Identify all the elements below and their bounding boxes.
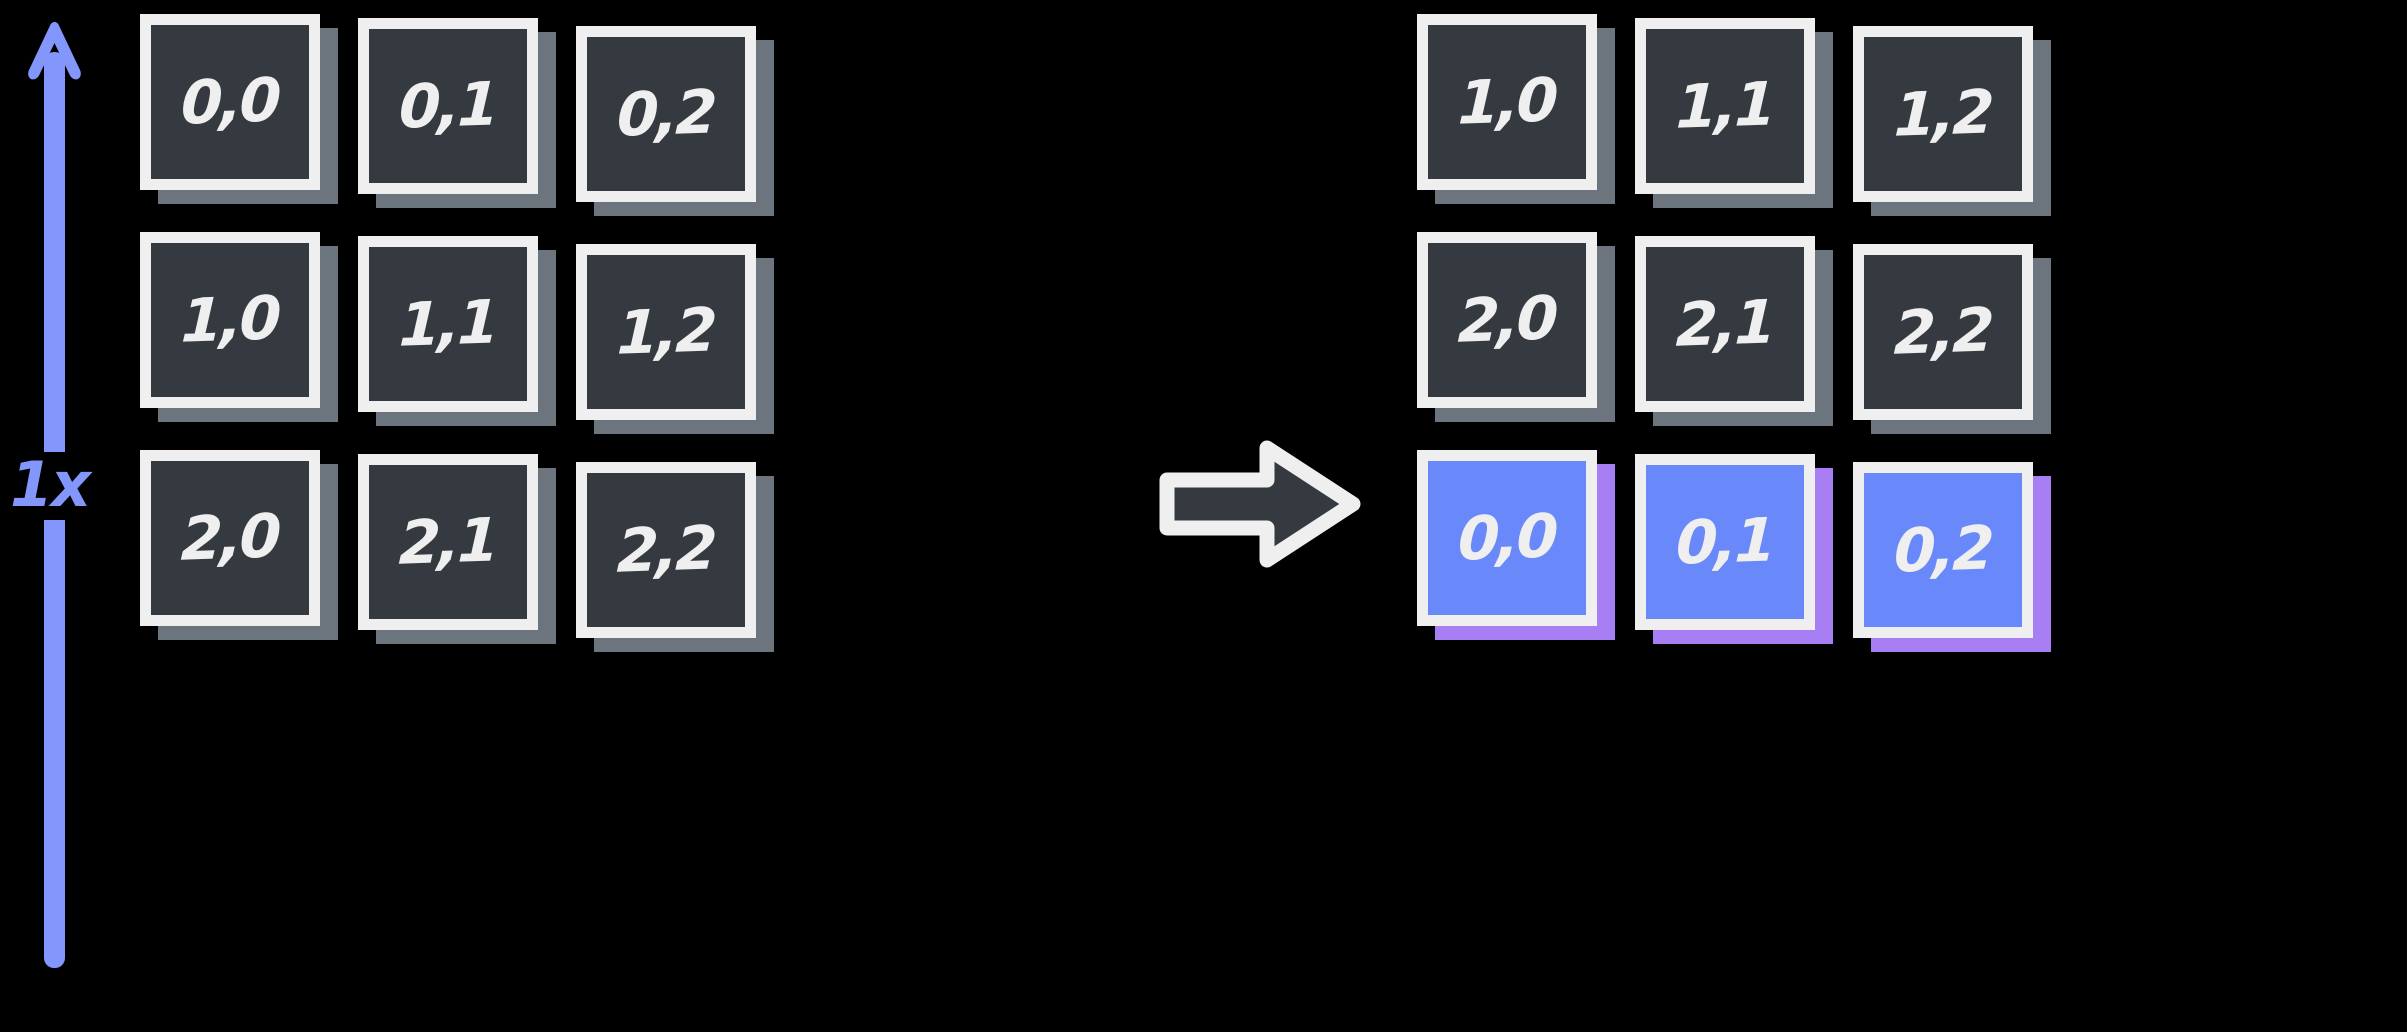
vertical-axis: 1x — [0, 0, 130, 1032]
grid-cell[interactable]: 2,1 — [1635, 236, 1815, 412]
grid-row: 0,0 0,1 0,2 — [140, 14, 774, 216]
transform-arrow — [1157, 434, 1377, 574]
grid-cell[interactable]: 2,2 — [576, 462, 756, 638]
cell-label: 2,0 — [180, 501, 280, 575]
cell-label: 0,0 — [1457, 501, 1557, 575]
cell-label: 2,2 — [1893, 295, 1993, 369]
grid-cell[interactable]: 0,0 — [1417, 450, 1597, 626]
grid-cell[interactable]: 1,2 — [1853, 26, 2033, 202]
cell-label: 1,0 — [180, 283, 280, 357]
cell-label: 1,1 — [398, 287, 498, 361]
grid-cell[interactable]: 1,0 — [140, 232, 320, 408]
grid-cell[interactable]: 2,0 — [1417, 232, 1597, 408]
grid-cell[interactable]: 2,2 — [1853, 244, 2033, 420]
grid-cell[interactable]: 0,2 — [1853, 462, 2033, 638]
cell-label: 0,2 — [616, 77, 716, 151]
grid-cell[interactable]: 0,2 — [576, 26, 756, 202]
cell-label: 2,1 — [1675, 287, 1775, 361]
grid-row: 2,0 2,1 2,2 — [1417, 232, 2407, 434]
cell-label: 0,1 — [398, 69, 498, 143]
grid-cell[interactable]: 2,1 — [358, 454, 538, 630]
cell-label: 0,2 — [1893, 513, 1993, 587]
cell-label: 1,0 — [1457, 65, 1557, 139]
source-grid: 0,0 0,1 0,2 1,0 1,1 1,2 — [140, 0, 774, 1032]
cell-label: 1,1 — [1675, 69, 1775, 143]
grid-cell[interactable]: 1,0 — [1417, 14, 1597, 190]
cell-label: 2,1 — [398, 505, 498, 579]
grid-row: 1,0 1,1 1,2 — [140, 232, 774, 434]
grid-row: 1,0 1,1 1,2 — [1417, 14, 2407, 216]
cell-label: 2,0 — [1457, 283, 1557, 357]
right-arrow-icon — [1159, 440, 1361, 568]
grid-cell[interactable]: 0,0 — [140, 14, 320, 190]
grid-cell[interactable]: 0,1 — [1635, 454, 1815, 630]
cell-label: 1,2 — [616, 295, 716, 369]
grid-cell[interactable]: 1,2 — [576, 244, 756, 420]
result-grid: 1,0 1,1 1,2 2,0 2,1 2,2 — [1417, 0, 2407, 1032]
axis-scale-label: 1x — [6, 452, 102, 520]
cell-label: 0,1 — [1675, 505, 1775, 579]
grid-cell[interactable]: 1,1 — [1635, 18, 1815, 194]
grid-row: 0,0 0,1 0,2 — [1417, 450, 2407, 652]
cell-label: 2,2 — [616, 513, 716, 587]
cell-label: 0,0 — [180, 65, 280, 139]
grid-cell[interactable]: 2,0 — [140, 450, 320, 626]
cell-label: 1,2 — [1893, 77, 1993, 151]
grid-cell[interactable]: 0,1 — [358, 18, 538, 194]
grid-row: 2,0 2,1 2,2 — [140, 450, 774, 652]
grid-cell[interactable]: 1,1 — [358, 236, 538, 412]
